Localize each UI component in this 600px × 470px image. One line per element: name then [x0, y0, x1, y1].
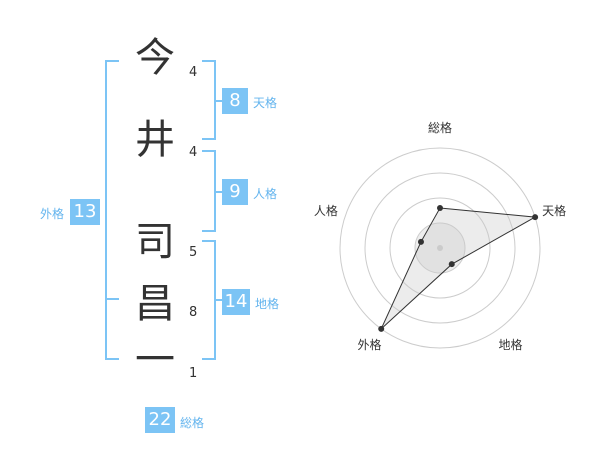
gaikaku-value-badge: 13	[70, 199, 100, 225]
radar-grid-ring	[389, 197, 491, 299]
radar-axis-label-1: 総格	[428, 120, 452, 135]
gaikaku-bracket	[105, 60, 119, 360]
radar-grid-ring	[364, 172, 516, 324]
chikaku-label: 地格	[255, 297, 280, 311]
stroke-count-2: 4	[189, 145, 198, 160]
radar-point-3	[448, 261, 455, 268]
radar-axis-label-3: 地格	[498, 337, 522, 352]
tenkaku-label: 天格	[253, 96, 278, 110]
tenkaku-value-badge: 8	[222, 88, 248, 114]
tenkaku-connector	[214, 100, 222, 102]
soukaku-value-badge: 22	[145, 407, 175, 433]
gaikaku-label: 外格	[40, 207, 65, 221]
jinkaku-label: 人格	[253, 187, 278, 201]
radar-center-dot	[437, 245, 443, 251]
radar-point-1	[437, 205, 443, 211]
radar-point-4	[378, 325, 385, 332]
radar-point-5	[417, 238, 424, 245]
gaikaku-connector	[105, 298, 119, 300]
radar-axis-label-4: 外格	[357, 337, 381, 352]
stroke-count-5: 1	[189, 366, 198, 381]
name-char-2: 井	[135, 117, 175, 163]
soukaku-label: 総格	[180, 416, 205, 430]
name-char-3: 司	[135, 219, 175, 265]
radar-axis-label-5: 人格	[314, 203, 338, 218]
radar-axis-label-2: 天格	[542, 203, 566, 218]
stroke-count-4: 8	[189, 305, 198, 320]
name-char-5: 一	[135, 337, 175, 383]
stroke-count-1: 4	[189, 65, 198, 80]
jinkaku-connector	[214, 191, 222, 193]
radar-point-2	[532, 214, 539, 221]
radar-series-polygon	[380, 207, 537, 330]
name-char-1: 今	[135, 35, 175, 81]
jinkaku-value-badge: 9	[222, 179, 248, 205]
chikaku-value-badge: 14	[222, 289, 250, 315]
stroke-count-3: 5	[189, 245, 198, 260]
chikaku-connector	[214, 299, 222, 301]
name-char-4: 昌	[135, 281, 175, 327]
